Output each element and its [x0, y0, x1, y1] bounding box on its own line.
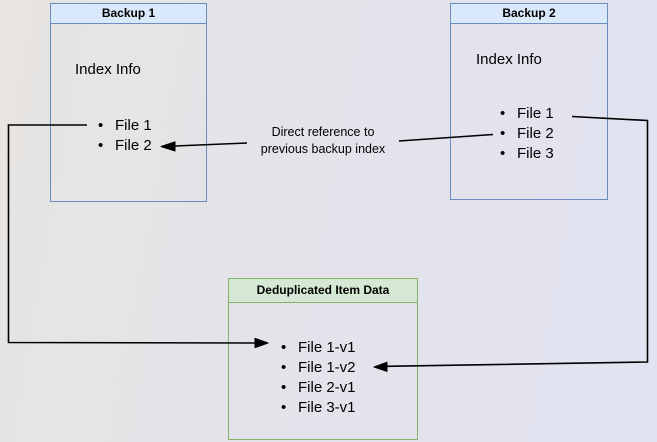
- backup-2-file-list: File 1 File 2 File 3: [500, 104, 554, 164]
- list-item: File 3-v1: [281, 398, 356, 418]
- list-item: File 2-v1: [281, 378, 356, 398]
- list-item: File 1: [98, 116, 152, 136]
- node-backup-1-title: Backup 1: [51, 4, 206, 24]
- list-item: File 1-v1: [281, 338, 356, 358]
- list-item: File 1: [500, 104, 554, 124]
- list-item: File 2: [500, 124, 554, 144]
- backup-1-index-info-label: Index Info: [75, 61, 141, 78]
- node-backup-1: Backup 1 Index Info File 1 File 2: [50, 3, 207, 202]
- direct-reference-annotation: Direct reference to previous backup inde…: [234, 124, 412, 157]
- list-item: File 2: [98, 136, 152, 156]
- backup-1-file-list: File 1 File 2: [98, 116, 152, 156]
- node-backup-2: Backup 2 Index Info File 1 File 2 File 3: [450, 3, 608, 200]
- annotation-line-1: Direct reference to: [271, 125, 375, 139]
- node-deduplicated-item-data: Deduplicated Item Data File 1-v1 File 1-…: [228, 278, 418, 440]
- list-item: File 1-v2: [281, 358, 356, 378]
- backup-2-index-info-label: Index Info: [476, 51, 542, 68]
- dedup-file-list: File 1-v1 File 1-v2 File 2-v1 File 3-v1: [281, 338, 356, 418]
- node-dedup-title: Deduplicated Item Data: [229, 279, 417, 303]
- node-backup-2-title: Backup 2: [451, 4, 607, 24]
- list-item: File 3: [500, 144, 554, 164]
- annotation-line-2: previous backup index: [260, 141, 386, 156]
